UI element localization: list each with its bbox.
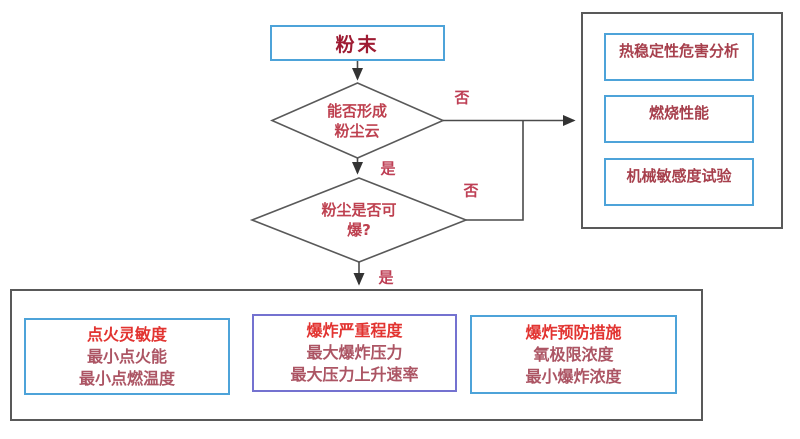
mechanical-sensitivity-label: 机械敏感度试验 [626, 167, 732, 185]
bottom-panel: 点火灵敏度 最小点火能 最小点燃温度 爆炸严重程度 最大爆炸压力 最大压力上升速… [10, 289, 703, 421]
edge-label-no-mid: 否 [463, 181, 479, 200]
explosion-prevention-line1: 爆炸预防措施 [525, 322, 622, 342]
thermal-stability-label: 热稳定性危害分析 [618, 42, 739, 60]
combustion-performance-box: 燃烧性能 [604, 95, 754, 143]
start-box: 粉末 [270, 25, 445, 61]
thermal-stability-box: 热稳定性危害分析 [604, 33, 754, 81]
explosion-severity-line3: 最大压力上升速率 [290, 365, 419, 384]
start-box-label: 粉末 [335, 33, 380, 56]
decision-dust-cloud-label: 能否形成 粉尘云 [282, 101, 432, 141]
right-panel: 热稳定性危害分析 燃烧性能 机械敏感度试验 [581, 12, 783, 229]
connector-decision2-no-elbow [466, 120, 524, 221]
explosion-prevention-line2: 氧极限浓度 [533, 344, 614, 364]
ignition-sensitivity-line2: 最小点火能 [86, 346, 167, 366]
ignition-sensitivity-line3: 最小点燃温度 [78, 368, 175, 388]
decision-explosible-line2: 爆? [347, 221, 371, 239]
explosion-severity-box: 爆炸严重程度 最大爆炸压力 最大压力上升速率 [252, 314, 457, 392]
explosion-prevention-box: 爆炸预防措施 氧极限浓度 最小爆炸浓度 [470, 315, 677, 394]
explosion-severity-line1: 爆炸严重程度 [306, 321, 403, 340]
edge-label-yes-mid: 是 [380, 159, 396, 178]
decision-explosible-line1: 粉尘是否可 [321, 201, 397, 219]
explosion-severity-line2: 最大爆炸压力 [306, 343, 403, 362]
decision-dust-cloud-line1: 能否形成 [326, 102, 387, 120]
mechanical-sensitivity-box: 机械敏感度试验 [604, 158, 754, 206]
combustion-performance-label: 燃烧性能 [648, 104, 709, 122]
ignition-sensitivity-line1: 点火灵敏度 [86, 324, 167, 344]
decision-explosible-label: 粉尘是否可 爆? [284, 200, 434, 240]
ignition-sensitivity-box: 点火灵敏度 最小点火能 最小点燃温度 [24, 318, 230, 395]
explosion-prevention-line3: 最小爆炸浓度 [525, 366, 622, 386]
decision-dust-cloud-line2: 粉尘云 [334, 122, 380, 140]
edge-label-no-top: 否 [454, 88, 470, 107]
edge-label-yes-bottom: 是 [378, 268, 394, 287]
